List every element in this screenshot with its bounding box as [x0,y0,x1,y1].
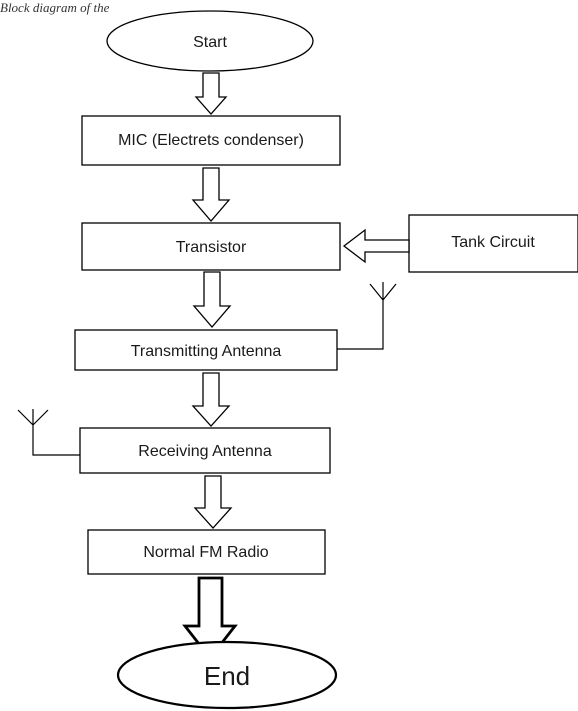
arrow-start-to-mic [194,72,228,115]
arrow-rx-to-radio [193,475,233,529]
start-label: Start [193,34,227,51]
transistor-box [81,222,341,271]
tank-circuit-label: Tank Circuit [451,234,535,251]
normal-fm-radio-box [87,529,326,575]
transmitting-antenna-label: Transmitting Antenna [131,343,282,360]
arrow-mic-to-transistor [191,167,231,222]
arrow-transistor-to-tx [192,271,232,328]
transistor-label: Transistor [176,239,247,256]
end-terminator [116,640,338,710]
start-terminator [106,10,314,72]
mic-box [81,115,341,166]
normal-fm-radio-label: Normal FM Radio [143,544,268,561]
receiving-antenna-icon [17,409,80,456]
diagram-caption: Block diagram of the FM transmitter [0,0,110,15]
receiving-antenna-label: Receiving Antenna [138,443,272,460]
arrow-tx-to-rx [191,372,231,427]
end-label: End [204,661,250,691]
transmitting-antenna-icon [337,282,397,350]
receiving-antenna-box [79,427,331,474]
arrow-tank-to-transistor [342,228,410,264]
mic-label: MIC (Electrets condenser) [118,132,304,149]
transmitting-antenna-box [74,329,338,371]
